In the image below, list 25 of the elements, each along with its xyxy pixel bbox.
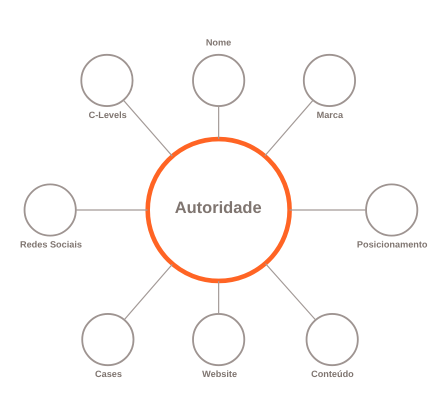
node-circle	[192, 54, 246, 107]
node-circle	[81, 313, 134, 366]
connector	[76, 209, 148, 211]
node-label: Redes Sociais	[20, 240, 82, 250]
connector	[122, 100, 173, 157]
node-label: C-Levels	[88, 110, 127, 120]
node-circle	[306, 313, 359, 366]
node-circle	[365, 183, 418, 237]
connector	[218, 281, 220, 314]
node-circle	[80, 54, 134, 107]
connector	[290, 209, 366, 211]
node-label: Nome	[206, 38, 232, 48]
node-label: Posicionamento	[356, 240, 428, 250]
node-label: Marca	[316, 110, 344, 120]
node-label: Conteúdo	[311, 369, 354, 380]
connector	[218, 106, 220, 139]
node-circle	[302, 54, 356, 107]
connector	[264, 100, 314, 156]
node-label: Website	[202, 369, 238, 380]
node-circle	[192, 313, 246, 366]
node-circle: Autoridade	[145, 136, 292, 284]
connector	[124, 264, 173, 320]
connector	[265, 263, 316, 320]
node-label: Cases	[95, 369, 122, 380]
node-circle	[24, 183, 77, 237]
